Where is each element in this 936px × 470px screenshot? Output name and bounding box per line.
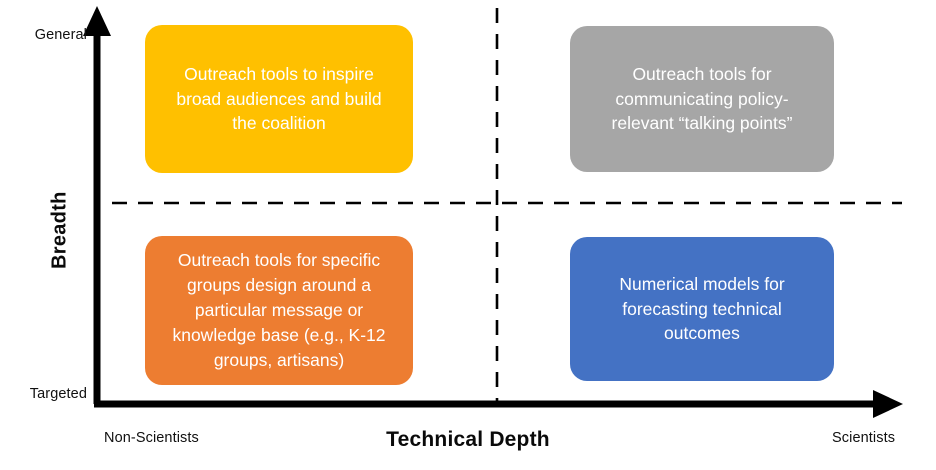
quadrant-card-targeted-nonscientists: Outreach tools for specific groups desig… — [145, 236, 413, 385]
x-axis-arrowhead — [873, 390, 903, 418]
quadrant-card-general-scientists: Outreach tools for communicating policy-… — [570, 26, 834, 172]
y-axis-tick-targeted: Targeted — [29, 386, 87, 402]
quadrant-card-label: Outreach tools for specific groups desig… — [172, 250, 386, 370]
y-axis-arrowhead — [83, 6, 111, 36]
x-axis-tick-scientists: Scientists — [832, 430, 896, 446]
x-axis-tick-non-scientists: Non-Scientists — [104, 430, 199, 446]
quadrant-card-label: Numerical models for forecasting technic… — [619, 273, 785, 344]
quadrant-card-targeted-scientists: Numerical models for forecasting technic… — [570, 237, 834, 381]
y-axis-title: Breadth — [48, 191, 71, 269]
y-axis-tick-general: General — [34, 27, 87, 43]
quadrant-card-general-nonscientists: Outreach tools to inspire broad audience… — [145, 25, 413, 173]
quadrant-card-label: Outreach tools for communicating policy-… — [611, 63, 793, 134]
quadrant-card-label: Outreach tools to inspire broad audience… — [176, 63, 382, 134]
x-axis-title: Technical Depth — [386, 428, 550, 451]
